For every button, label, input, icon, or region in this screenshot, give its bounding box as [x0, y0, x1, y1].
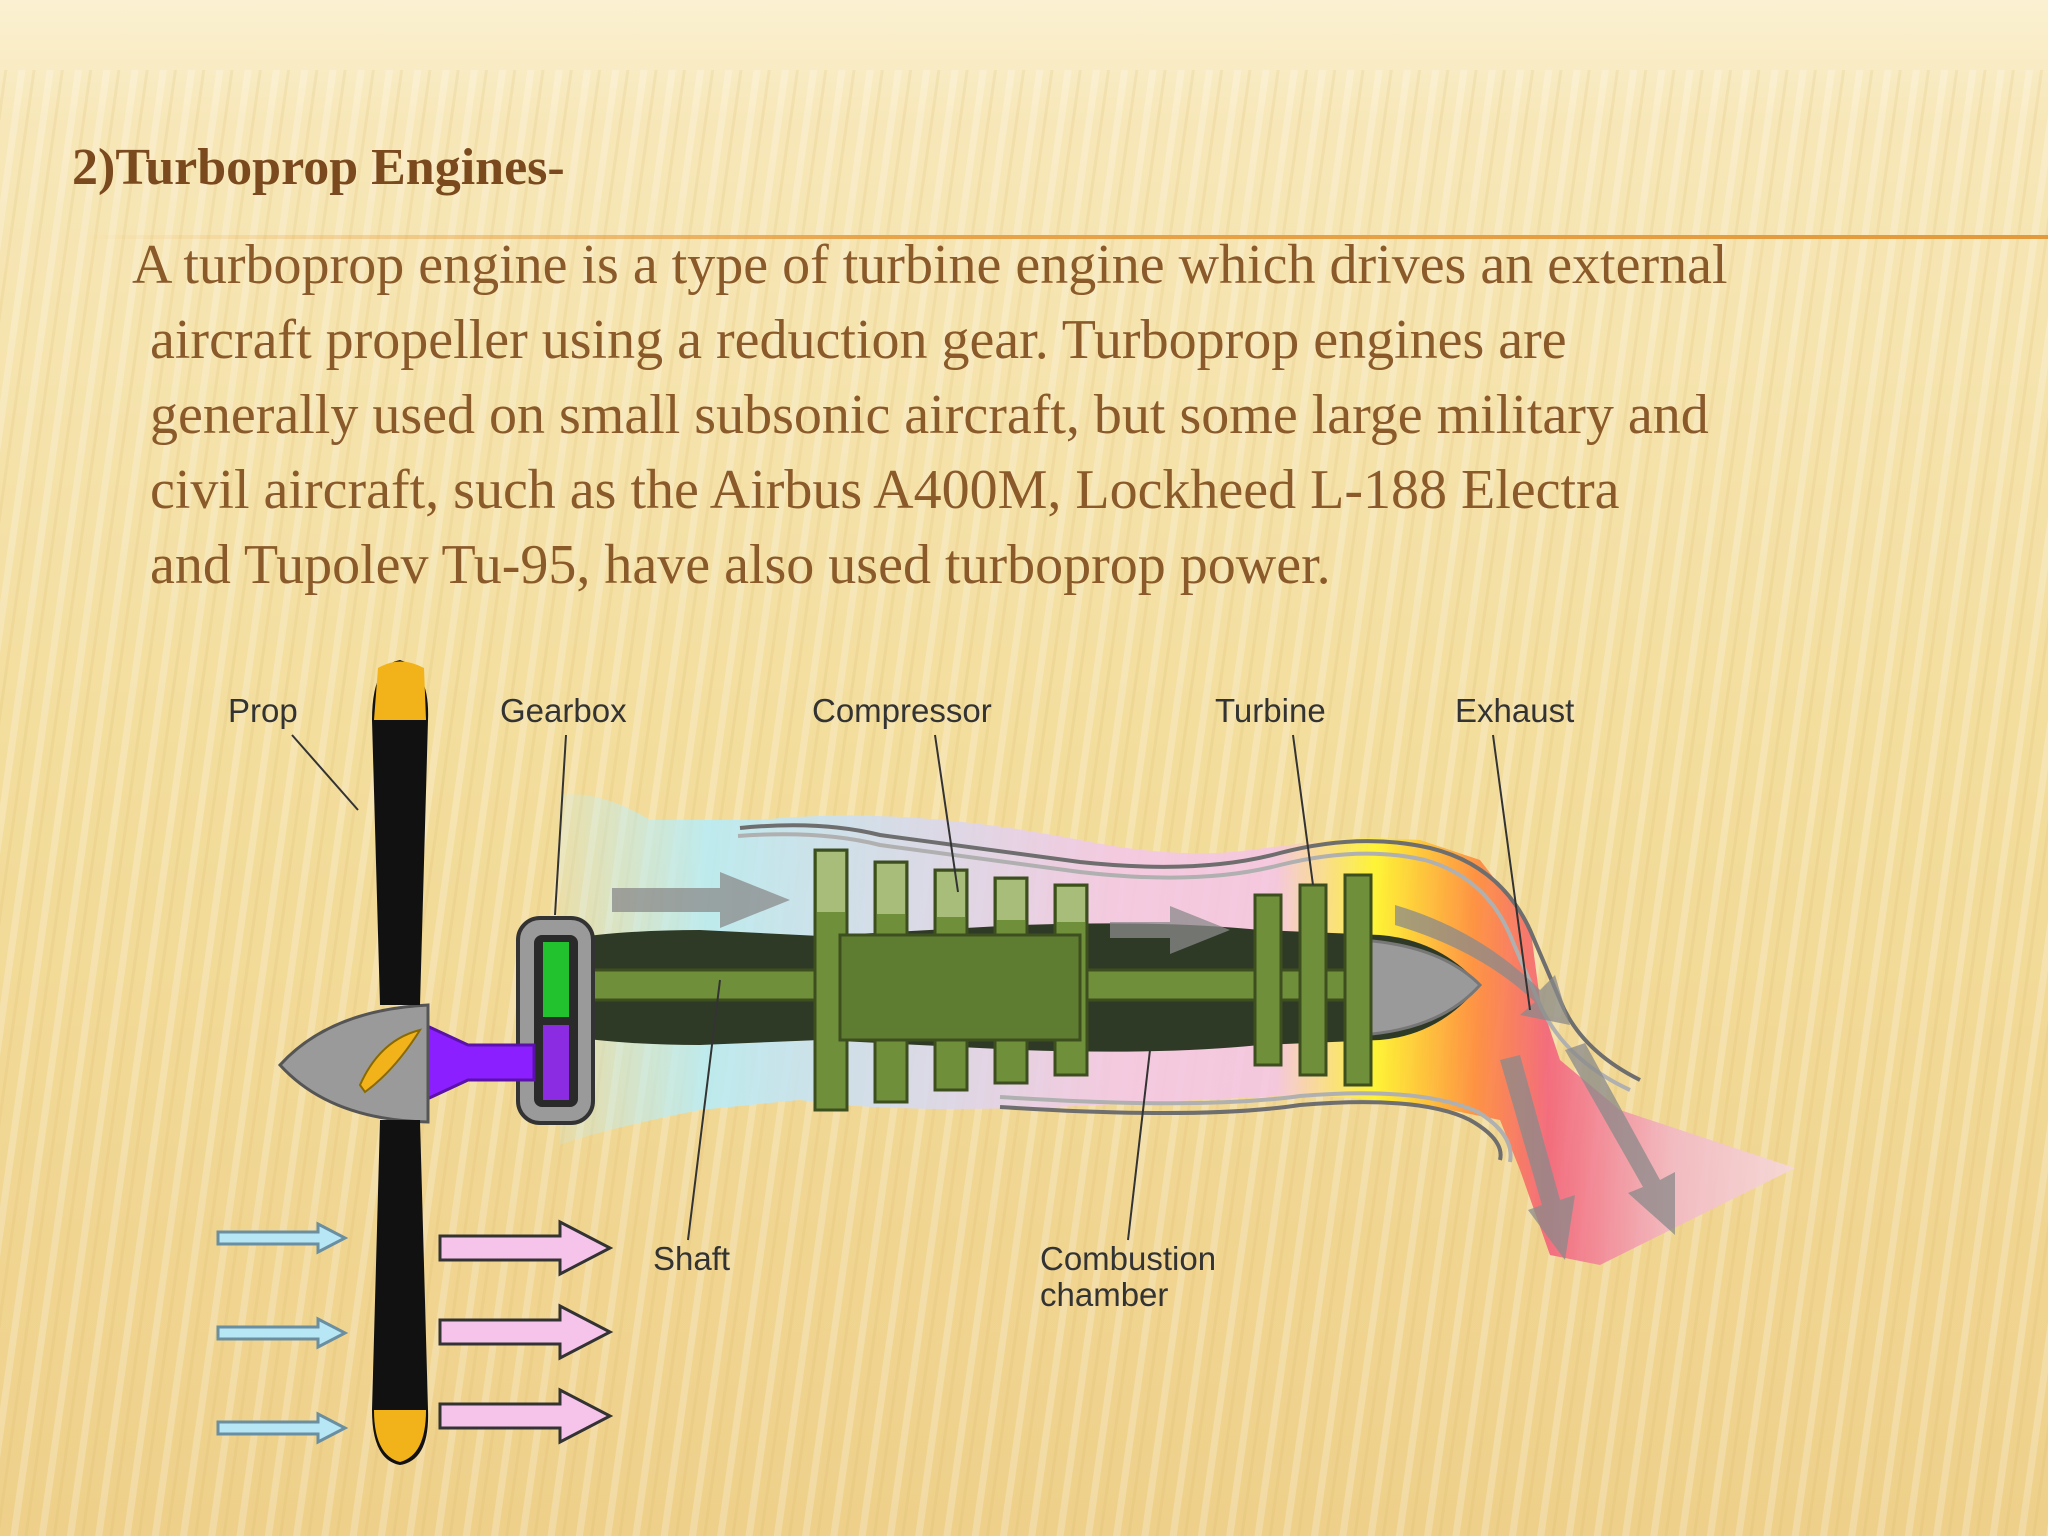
label-compressor: Compressor [812, 692, 992, 729]
body-line: A turboprop engine is a type of turbine … [132, 234, 1728, 296]
slide-body-text: A turboprop engine is a type of turbine … [132, 228, 1992, 603]
turbine-stages [1253, 873, 1373, 1087]
slide-title: 2)Turboprop Engines- [72, 139, 565, 196]
gearbox [516, 916, 595, 1125]
spinner [277, 1003, 430, 1124]
label-combustion-chamber-line2: chamber [1040, 1276, 1168, 1313]
label-combustion-chamber-line1: Combustion [1040, 1240, 1216, 1277]
internal-flow-arrows [612, 872, 1675, 1260]
propeller [372, 660, 429, 1465]
body-line: generally used on small subsonic aircraf… [150, 384, 1709, 446]
label-exhaust: Exhaust [1455, 692, 1574, 729]
label-turbine: Turbine [1215, 692, 1326, 729]
label-prop: Prop [228, 692, 298, 729]
body-line: aircraft propeller using a reduction gea… [150, 309, 1567, 371]
compressor-blade-highlights [817, 852, 1085, 922]
body-line: civil aircraft, such as the Airbus A400M… [150, 459, 1620, 521]
intake-arrows [216, 1221, 349, 1445]
label-shaft: Shaft [653, 1240, 730, 1277]
thrust-arrows [438, 1219, 614, 1445]
title-divider [72, 235, 2048, 239]
label-gearbox: Gearbox [500, 692, 627, 729]
leader-lines [291, 734, 1531, 1241]
body-line: and Tupolev Tu-95, have also used turbop… [150, 534, 1331, 596]
